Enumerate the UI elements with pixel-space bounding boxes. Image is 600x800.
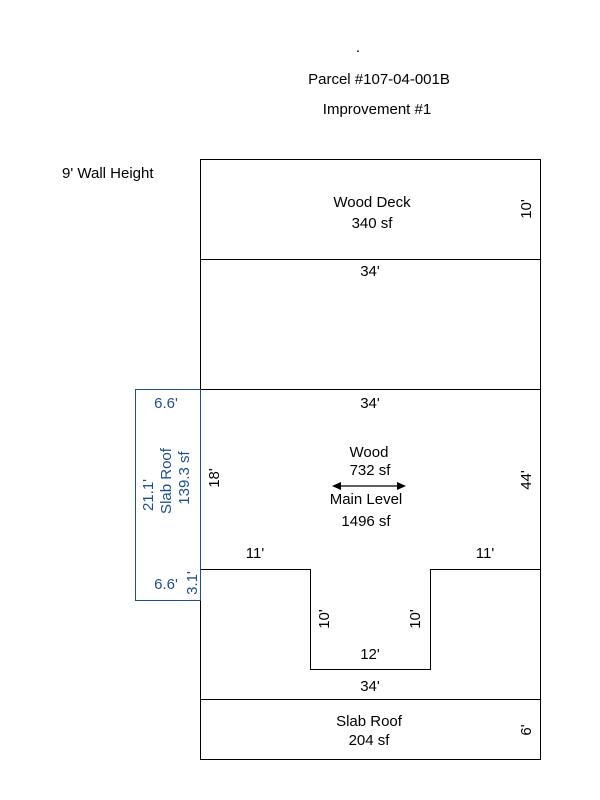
side-slab-roof-bottom-dimension: 6.6': [154, 576, 178, 593]
improvement-title: Improvement #1: [323, 101, 431, 118]
bottom-slab-roof-area: 204 sf: [349, 732, 391, 749]
main-level-bottom-dimension: 34': [360, 678, 380, 695]
wood-area: 732 sf: [350, 462, 392, 479]
double-arrow-icon: [332, 482, 406, 490]
main-level-name: Main Level: [330, 491, 403, 508]
notch-right-side-dimension: 10': [407, 609, 424, 629]
wall-height-label: 9' Wall Height: [62, 165, 154, 182]
side-slab-roof-top-dimension: 6.6': [154, 395, 178, 412]
wood-deck-area: 340 sf: [352, 215, 394, 232]
main-level-left-dimension: 18': [206, 468, 223, 488]
wood-deck-name: Wood Deck: [333, 194, 411, 211]
header-dot: .: [356, 39, 360, 56]
side-slab-roof-length: 21.1': [140, 479, 157, 511]
bottom-slab-roof-side-dimension: 6': [518, 724, 535, 735]
wood-deck-side-bottom: 34': [360, 263, 380, 280]
notch-outline: [200, 569, 541, 670]
main-level-area: 1496 sf: [341, 513, 391, 530]
bottom-slab-roof-name: Slab Roof: [336, 713, 403, 730]
wood-top-dimension: 34': [360, 395, 380, 412]
notch-bottom-dimension: 12': [360, 646, 380, 663]
notch-left-side-dimension: 10': [316, 609, 333, 629]
bottom-slab-roof-outline: [200, 699, 541, 760]
side-slab-roof-area: 139.3 sf: [176, 450, 193, 504]
notch-right-top-dimension: 11': [476, 545, 495, 562]
wood-name: Wood: [350, 444, 389, 461]
wood-deck-side-right: 10': [518, 199, 535, 219]
main-level-right-dimension: 44': [518, 470, 535, 490]
side-slab-roof-side-dimension: 3.1': [184, 571, 201, 595]
side-slab-roof-name: Slab Roof: [158, 447, 175, 514]
parcel-title: Parcel #107-04-001B: [308, 71, 450, 88]
notch-left-top-dimension: 11': [246, 545, 265, 562]
side-slab-roof-outline: [135, 389, 201, 601]
